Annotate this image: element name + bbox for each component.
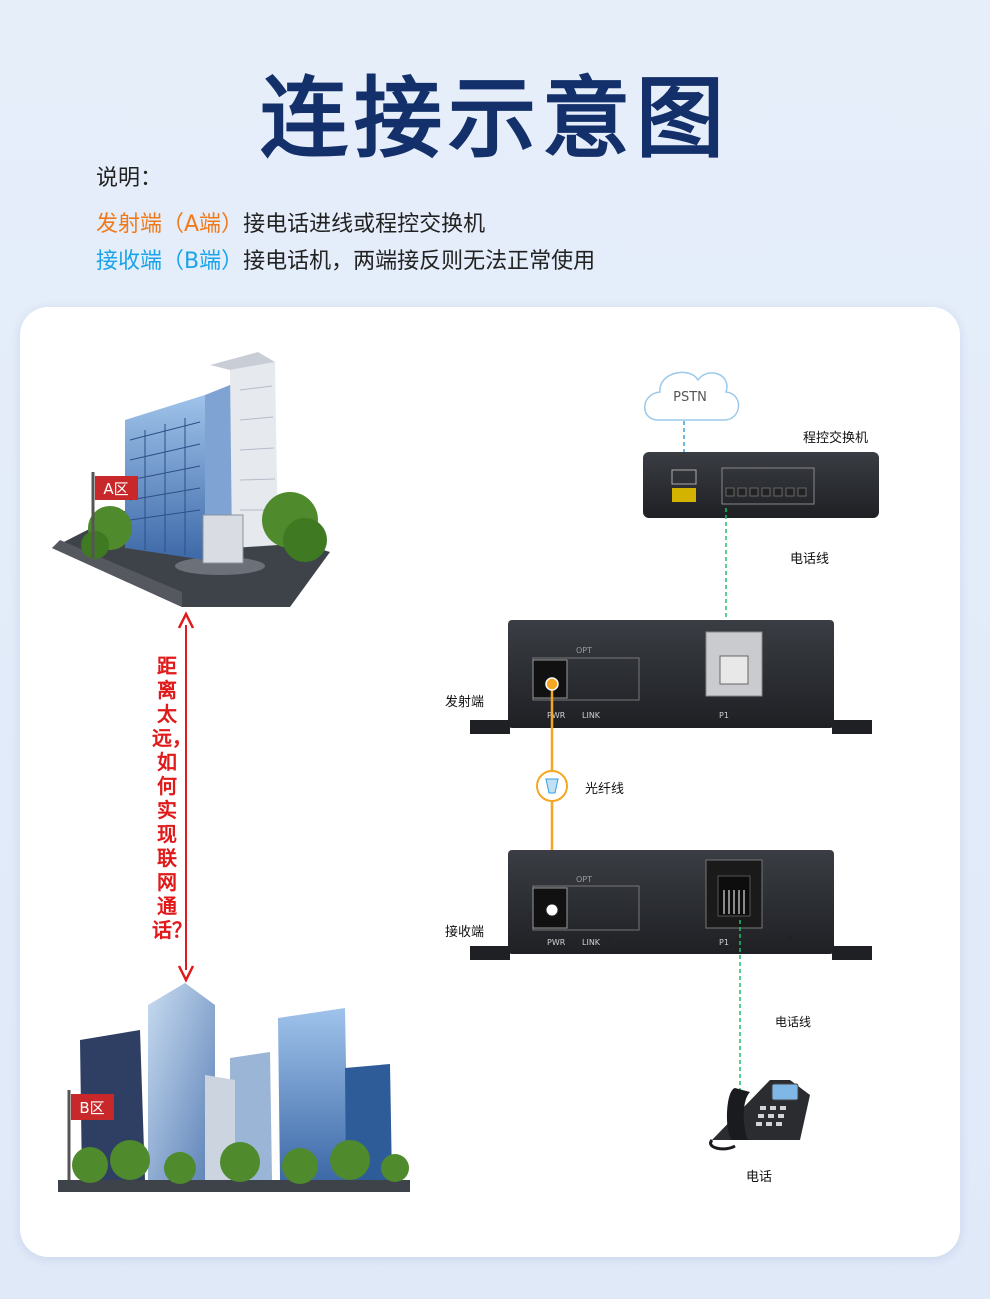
transmitter-pwr-label: PWR (547, 711, 566, 720)
pbx-device (643, 452, 879, 518)
transmitter-link-label: LINK (582, 711, 601, 720)
receiver-p1-label: P1 (719, 938, 729, 947)
fiber-label: 光纤线 (585, 778, 624, 797)
transmitter-label: 发射端 (445, 691, 484, 710)
area-b-label: B区 (79, 1099, 104, 1117)
pstn-label: PSTN (673, 390, 707, 405)
telephone-icon (711, 1080, 810, 1149)
building-a-illustration: A区 (52, 352, 330, 607)
transmitter-opt-label: OPT (576, 646, 592, 655)
phone-line-2-label: 电话线 (775, 1013, 811, 1030)
telephone-label: 电话 (746, 1166, 772, 1185)
transmitter-p1-label: P1 (719, 711, 729, 720)
receiver-opt-label: OPT (576, 875, 592, 884)
receiver-link-label: LINK (582, 938, 601, 947)
phone-line-1-label: 电话线 (790, 548, 829, 567)
receiver-label: 接收端 (445, 921, 484, 940)
receiver-device (470, 850, 872, 960)
fiber-connector-top (546, 678, 558, 690)
transmitter-device (470, 620, 872, 734)
fiber-connector-bottom (546, 904, 558, 916)
area-a-label: A区 (103, 480, 128, 498)
distance-question: 距离太远，如何实现联网通话？ (152, 654, 182, 942)
pstn-cloud: PSTN (645, 372, 739, 420)
receiver-pwr-label: PWR (547, 938, 566, 947)
building-b-illustration: B区 (58, 983, 410, 1192)
pbx-label: 程控交换机 (803, 427, 868, 446)
